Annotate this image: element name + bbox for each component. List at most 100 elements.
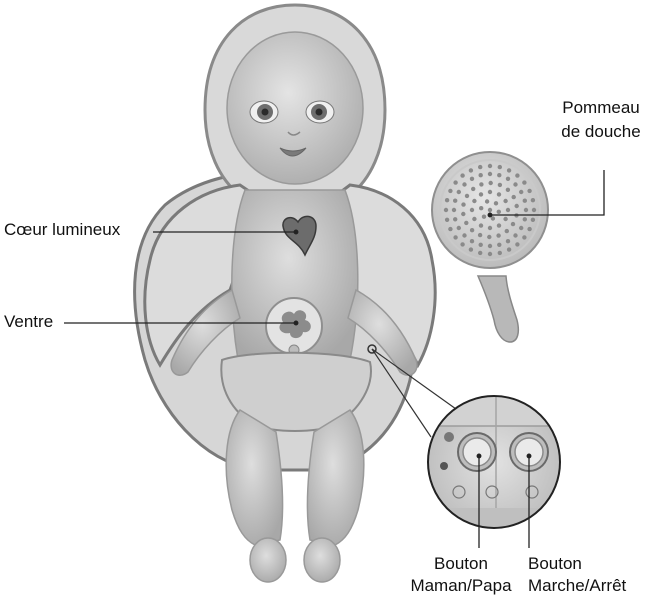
nozzle-dot	[470, 208, 474, 212]
nozzle-dot	[515, 242, 519, 246]
nozzle-dot	[513, 182, 517, 186]
nozzle-dot	[498, 251, 502, 255]
nozzle-dot	[488, 244, 492, 248]
nozzle-dot	[445, 218, 449, 222]
nozzle-dot	[488, 208, 492, 212]
nozzle-dot	[448, 227, 452, 231]
head	[227, 32, 363, 184]
nozzle-dot	[488, 226, 492, 230]
nozzle-dot	[488, 190, 492, 194]
nozzle-dot	[460, 173, 464, 177]
nozzle-dot	[487, 235, 491, 239]
nozzle-dot	[472, 217, 476, 221]
nozzle-dot	[482, 215, 486, 219]
power-button-label-line2: Marche/Arrêt	[528, 576, 656, 596]
nozzle-dot	[444, 208, 448, 212]
nozzle-dot	[462, 233, 466, 237]
nozzle-dot	[527, 189, 531, 193]
nozzle-dot	[478, 165, 482, 169]
nozzle-dot	[464, 221, 468, 225]
nozzle-dot	[479, 206, 483, 210]
nozzle-dot	[494, 201, 498, 205]
nozzle-dot	[505, 229, 509, 233]
nozzle-dot	[479, 192, 483, 196]
nozzle-dot	[470, 239, 474, 243]
right-pupil	[316, 109, 323, 116]
doll	[135, 5, 436, 582]
nozzle-dot	[524, 208, 528, 212]
nozzle-dot	[522, 235, 526, 239]
heart-label: Cœur lumineux	[4, 220, 120, 240]
nozzle-dot	[488, 172, 492, 176]
nozzle-dot	[445, 198, 449, 202]
nozzle-dot	[497, 210, 501, 214]
nozzle-dot	[479, 223, 483, 227]
nozzle-dot	[488, 252, 492, 256]
parent-button	[463, 438, 491, 466]
heart-leader-dot	[294, 230, 298, 234]
nozzle-dot	[488, 164, 492, 168]
nozzle-dot	[485, 199, 489, 203]
nozzle-dot	[497, 223, 501, 227]
nozzle-dot	[503, 217, 507, 221]
nozzle-dot	[461, 212, 465, 216]
nozzle-dot	[497, 173, 501, 177]
nozzle-dot	[489, 181, 493, 185]
nozzle-dot	[522, 180, 526, 184]
nozzle-dot	[532, 208, 536, 212]
nozzle-dot	[478, 233, 482, 237]
left-pupil	[262, 109, 269, 116]
nozzle-dot	[515, 173, 519, 177]
zoom-screw	[444, 432, 454, 442]
nozzle-dot	[453, 180, 457, 184]
nozzle-dot	[506, 239, 510, 243]
power-button-leader-dot	[527, 454, 531, 458]
nozzle-dot	[453, 217, 457, 221]
shower-label: Pommeau de douche	[548, 98, 654, 142]
nozzle-dot	[470, 228, 474, 232]
nozzle-dot	[479, 243, 483, 247]
belly-label: Ventre	[4, 312, 53, 332]
nozzle-dot	[479, 182, 483, 186]
nozzle-dot	[531, 198, 535, 202]
shower-head	[432, 152, 548, 342]
shower-label-line1: Pommeau	[548, 98, 654, 118]
power-button-label-line1: Bouton	[528, 554, 656, 574]
nozzle-dot	[527, 227, 531, 231]
nozzle-dot	[507, 247, 511, 251]
nozzle-dot	[461, 202, 465, 206]
nozzle-dot	[457, 190, 461, 194]
nozzle-dot	[531, 218, 535, 222]
shower-leader-dot	[488, 213, 492, 217]
nozzle-dot	[497, 192, 501, 196]
nozzle-dot	[478, 251, 482, 255]
nozzle-dot	[452, 208, 456, 212]
nozzle-dot	[511, 222, 515, 226]
nozzle-dot	[498, 165, 502, 169]
nozzle-dot	[453, 199, 457, 203]
nozzle-dot	[506, 188, 510, 192]
nozzle-dot	[471, 187, 475, 191]
nozzle-dot	[498, 183, 502, 187]
nozzle-dot	[469, 168, 473, 172]
nozzle-dot	[453, 235, 457, 239]
nozzle-dot	[512, 195, 516, 199]
nozzle-dot	[472, 199, 476, 203]
shower-label-line2: de douche	[548, 122, 654, 142]
shower-handle	[478, 276, 518, 342]
right-leg	[307, 410, 363, 545]
parent-button-label-line2: Maman/Papa	[408, 576, 514, 596]
parent-button-leader-dot	[477, 454, 481, 458]
nozzle-dot	[513, 233, 517, 237]
nozzle-dot	[462, 182, 466, 186]
nozzle-dot	[503, 199, 507, 203]
nozzle-dot	[457, 226, 461, 230]
parent-button-label: Bouton Maman/Papa	[408, 554, 514, 596]
belly-leader-dot	[294, 321, 298, 325]
nozzle-dot	[448, 189, 452, 193]
nozzle-dot	[506, 177, 510, 181]
nozzle-dot	[519, 190, 523, 194]
parent-button-label-line1: Bouton	[408, 554, 514, 574]
